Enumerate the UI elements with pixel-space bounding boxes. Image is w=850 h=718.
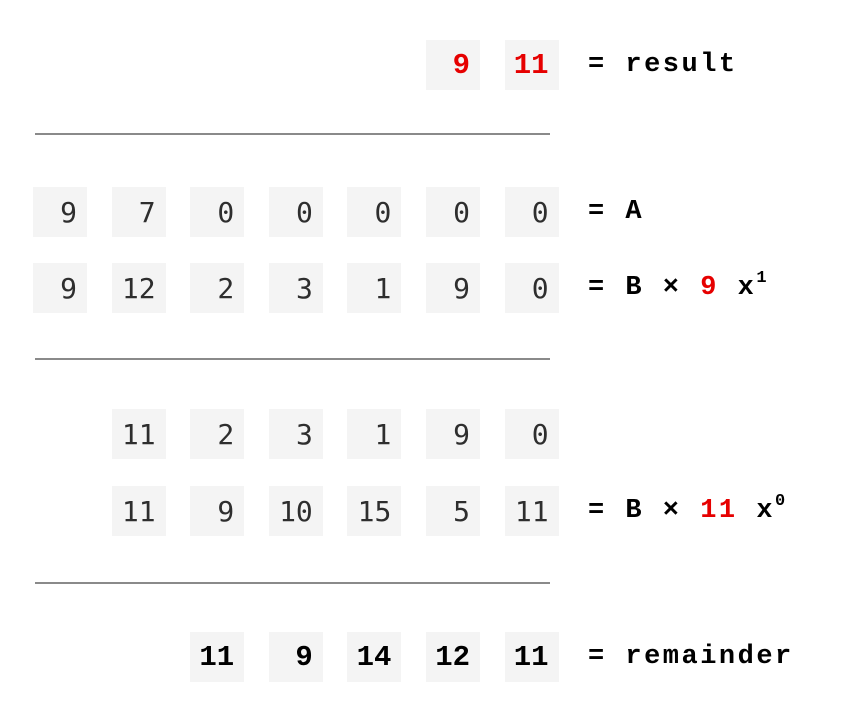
value-box-b-times-11-x0-col4: 10 (268, 486, 323, 536)
row-label-a: = A (588, 187, 644, 237)
separator-line-bottom (35, 582, 550, 584)
label-text: = remainder (588, 642, 794, 672)
value-box-b-times-9-x1-col6: 9 (426, 263, 480, 313)
row-label-b-times-9-x1: = B × 9 x1 (588, 263, 767, 313)
value-box-remainder-col6: 12 (426, 632, 480, 682)
row-label-remainder: = remainder (588, 632, 794, 682)
value-box-b-shifted-col3: 2 (190, 409, 245, 459)
exponent-text: 0 (775, 492, 786, 511)
value-box-b-shifted-col4: 3 (268, 409, 323, 459)
value-box-a-col3: 0 (190, 187, 245, 237)
value-box-remainder-col7: 11 (504, 632, 559, 682)
value-box-b-times-9-x1-col1: 9 (33, 263, 87, 313)
value-box-remainder-col4: 9 (268, 632, 323, 682)
value-box-b-times-11-x0-col2: 11 (111, 486, 166, 536)
exponent-text: 1 (756, 269, 767, 288)
value-box-b-shifted-col2: 11 (111, 409, 166, 459)
value-box-a-col6: 0 (426, 187, 480, 237)
value-box-b-shifted-col7: 0 (504, 409, 559, 459)
label-text: = result (588, 50, 738, 80)
label-text: 11 (700, 496, 738, 526)
row-label-b-times-11-x0: = B × 11 x0 (588, 486, 785, 536)
value-box-b-shifted-col6: 9 (426, 409, 480, 459)
value-box-b-times-11-x0-col3: 9 (190, 486, 245, 536)
value-box-a-col7: 0 (504, 187, 559, 237)
value-box-b-times-11-x0-col6: 5 (426, 486, 480, 536)
label-text: 9 (700, 273, 719, 303)
label-text: x (737, 496, 776, 526)
row-label-result: = result (588, 40, 738, 90)
value-box-b-times-9-x1-col3: 2 (190, 263, 245, 313)
value-box-a-col5: 0 (347, 187, 402, 237)
value-box-b-times-9-x1-col7: 0 (504, 263, 559, 313)
value-box-result-col6: 9 (426, 40, 480, 90)
value-box-b-times-9-x1-col5: 1 (347, 263, 402, 313)
label-text: = B × (588, 273, 701, 303)
value-box-a-col1: 9 (33, 187, 87, 237)
label-text: x (718, 273, 757, 303)
value-box-a-col2: 7 (111, 187, 166, 237)
value-box-b-times-11-x0-col7: 11 (504, 486, 559, 536)
value-box-b-shifted-col5: 1 (347, 409, 402, 459)
value-box-remainder-col5: 14 (347, 632, 402, 682)
value-box-result-col7: 11 (504, 40, 559, 90)
value-box-remainder-col3: 11 (190, 632, 245, 682)
value-box-b-times-9-x1-col4: 3 (268, 263, 323, 313)
label-text: = A (588, 197, 645, 227)
value-box-b-times-11-x0-col5: 15 (347, 486, 402, 536)
value-box-a-col4: 0 (268, 187, 323, 237)
separator-line-middle (35, 358, 550, 360)
label-text: = B × (588, 496, 701, 526)
separator-line-top (35, 133, 550, 135)
value-box-b-times-9-x1-col2: 12 (111, 263, 166, 313)
